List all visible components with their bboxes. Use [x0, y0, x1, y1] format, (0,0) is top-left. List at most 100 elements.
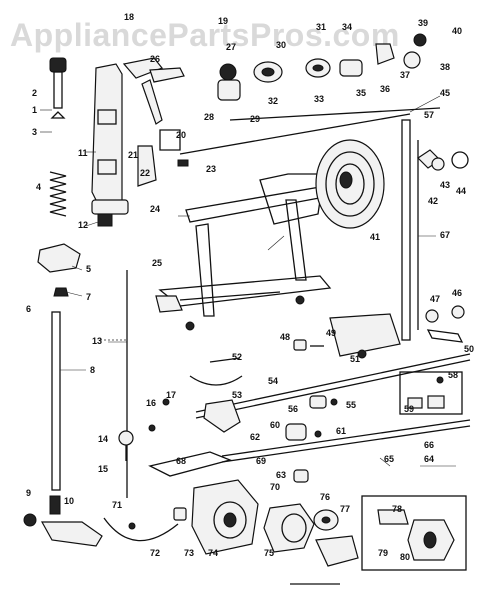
callout-70: 70: [270, 482, 280, 492]
callout-76: 76: [320, 492, 330, 502]
callout-54: 54: [268, 376, 278, 386]
feed-small-parts: [293, 305, 465, 359]
callout-72: 72: [150, 548, 160, 558]
callout-49: 49: [326, 328, 336, 338]
callout-6: 6: [26, 304, 31, 314]
hook-assembly: [103, 451, 359, 567]
curved-link-53: [189, 375, 243, 386]
callout-47: 47: [430, 294, 440, 304]
callout-28: 28: [204, 112, 214, 122]
callout-61: 61: [336, 426, 346, 436]
callout-51: 51: [350, 354, 360, 364]
callout-58: 58: [448, 370, 458, 380]
callout-4: 4: [36, 182, 41, 192]
callout-67: 67: [440, 230, 450, 240]
callout-71: 71: [112, 500, 122, 510]
callout-27: 27: [226, 42, 236, 52]
callout-45: 45: [440, 88, 450, 98]
callout-78: 78: [392, 504, 402, 514]
callout-42: 42: [428, 196, 438, 206]
callout-62: 62: [250, 432, 260, 442]
curved-link-52: [209, 357, 241, 363]
callout-22: 22: [140, 168, 150, 178]
callout-75: 75: [264, 548, 274, 558]
callout-18: 18: [124, 12, 134, 22]
bell-crank: [203, 399, 322, 441]
callout-63: 63: [276, 470, 286, 480]
callout-21: 21: [128, 150, 138, 160]
callout-48: 48: [280, 332, 290, 342]
callout-30: 30: [276, 40, 286, 50]
tension-assembly: [118, 398, 170, 461]
callout-41: 41: [370, 232, 380, 242]
callout-40: 40: [452, 26, 462, 36]
leader-lines: [40, 95, 456, 467]
shaft-collars: [309, 395, 338, 409]
callout-12: 12: [78, 220, 88, 230]
callout-79: 79: [378, 548, 388, 558]
callout-44: 44: [456, 186, 466, 196]
callout-5: 5: [86, 264, 91, 274]
upper-cylinders: [253, 33, 427, 83]
callout-16: 16: [146, 398, 156, 408]
callout-77: 77: [340, 504, 350, 514]
part-group-79: [361, 495, 467, 571]
callout-39: 39: [418, 18, 428, 28]
balance-wheel: [315, 139, 385, 229]
callout-74: 74: [208, 548, 218, 558]
machine-frame: [155, 173, 332, 331]
callout-52: 52: [232, 352, 242, 362]
callout-33: 33: [314, 94, 324, 104]
callout-9: 9: [26, 488, 31, 498]
callout-64: 64: [424, 454, 434, 464]
hook-drive-shaft: [221, 419, 471, 457]
callout-69: 69: [256, 456, 266, 466]
callout-60: 60: [270, 420, 280, 430]
part-group-59: [399, 371, 463, 415]
callout-32: 32: [268, 96, 278, 106]
callout-23: 23: [206, 164, 216, 174]
callout-36: 36: [380, 84, 390, 94]
feed-rock-shaft: [195, 353, 471, 413]
callout-57: 57: [424, 110, 434, 120]
callout-35: 35: [356, 88, 366, 98]
callout-53: 53: [232, 390, 242, 400]
callout-24: 24: [150, 204, 160, 214]
callout-10: 10: [64, 496, 74, 506]
callout-37: 37: [400, 70, 410, 80]
callout-1: 1: [32, 105, 37, 115]
callout-17: 17: [166, 390, 176, 400]
callout-25: 25: [152, 258, 162, 268]
callout-3: 3: [32, 127, 37, 137]
clutch-parts: [417, 149, 469, 171]
callout-59: 59: [404, 404, 414, 414]
callout-15: 15: [98, 464, 108, 474]
callout-11: 11: [78, 148, 88, 158]
callout-26: 26: [150, 54, 160, 64]
callout-14: 14: [98, 434, 108, 444]
upper-shaft-23: [179, 113, 411, 155]
callout-labels: 1 2 3 4 5 6 7 8 9 10 11 12 13 14 15 16 1…: [26, 12, 474, 562]
callout-65: 65: [384, 454, 394, 464]
callout-46: 46: [452, 288, 462, 298]
presser-bar-assembly: [23, 57, 103, 547]
watermark-text: AppliancePartsPros.com: [10, 17, 400, 53]
needle-bar-bracket: [91, 63, 129, 227]
callout-73: 73: [184, 548, 194, 558]
vertical-rod-57: [401, 119, 411, 341]
callout-50: 50: [464, 344, 474, 354]
callout-7: 7: [86, 292, 91, 302]
callout-2: 2: [32, 88, 37, 98]
callout-8: 8: [90, 365, 95, 375]
callout-13: 13: [92, 336, 102, 346]
callout-55: 55: [346, 400, 356, 410]
callout-19: 19: [218, 16, 228, 26]
callout-31: 31: [316, 22, 326, 32]
callout-66: 66: [424, 440, 434, 450]
take-up-lever-links: [122, 57, 241, 187]
callout-56: 56: [288, 404, 298, 414]
upper-shaft-45: [229, 107, 441, 121]
callout-80: 80: [400, 552, 410, 562]
callout-43: 43: [440, 180, 450, 190]
